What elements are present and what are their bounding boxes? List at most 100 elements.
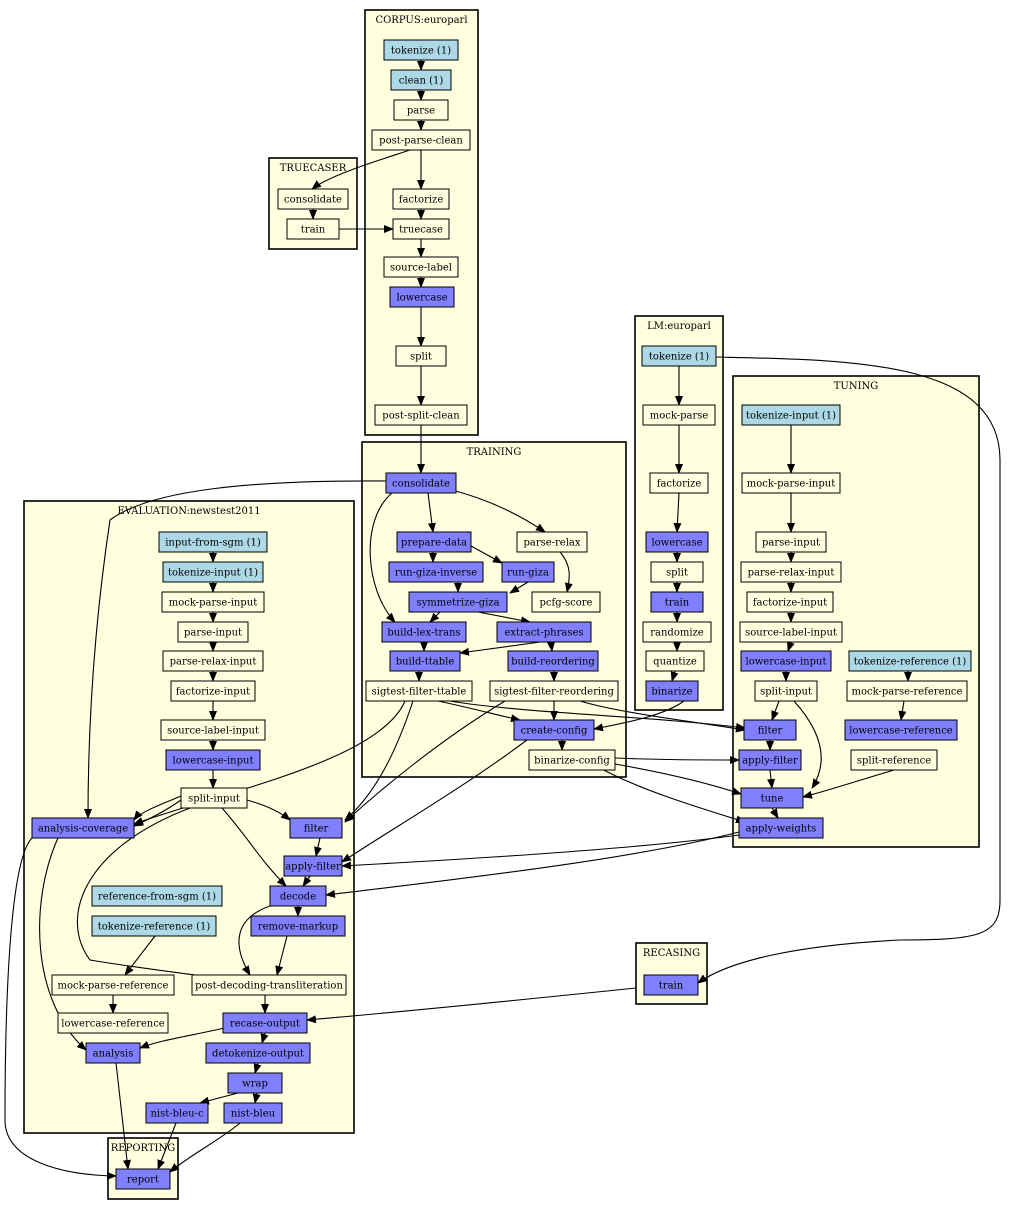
- node-u-fi[interactable]: factorize-input: [746, 591, 834, 613]
- node-l-tok[interactable]: tokenize (1): [641, 345, 717, 367]
- node-t-sftt[interactable]: sigtest-filter-ttable: [365, 680, 473, 702]
- node-label: filter: [304, 824, 329, 835]
- node-e-ro[interactable]: recase-output: [222, 1012, 308, 1034]
- edge-arrow: [139, 1026, 230, 1049]
- node-u-tokin[interactable]: tokenize-input (1): [741, 404, 841, 426]
- node-t-rg[interactable]: run-giza: [501, 561, 555, 583]
- node-e-rm[interactable]: remove-markup: [250, 915, 346, 937]
- node-t-sfro[interactable]: sigtest-filter-reordering: [489, 680, 619, 702]
- node-e-nb[interactable]: nist-bleu: [223, 1102, 283, 1124]
- node-c-true[interactable]: truecase: [392, 218, 450, 240]
- node-e-tokin[interactable]: tokenize-input (1): [162, 561, 264, 583]
- node-e-pri[interactable]: parse-relax-input: [162, 650, 264, 672]
- node-l-train[interactable]: train: [650, 591, 704, 613]
- node-t-rgi[interactable]: run-giza-inverse: [388, 561, 484, 583]
- node-t-bc[interactable]: binarize-config: [528, 749, 616, 771]
- node-u-pi[interactable]: parse-input: [755, 531, 827, 553]
- node-c-srcl[interactable]: source-label: [383, 256, 459, 278]
- edge-arrow: [427, 492, 436, 533]
- node-c-split[interactable]: split: [395, 345, 447, 367]
- node-u-aw[interactable]: apply-weights: [738, 817, 824, 839]
- node-l-mp[interactable]: mock-parse: [642, 404, 716, 426]
- node-c-tok[interactable]: tokenize (1): [383, 39, 459, 61]
- node-t-prelax[interactable]: parse-relax: [516, 531, 588, 553]
- node-u-af[interactable]: apply-filter: [738, 749, 802, 771]
- node-e-li[interactable]: lowercase-input: [165, 749, 261, 771]
- node-e-do[interactable]: detokenize-output: [205, 1042, 311, 1064]
- node-u-tune[interactable]: tune: [740, 787, 804, 809]
- node-e-ifs[interactable]: input-from-sgm (1): [158, 531, 268, 553]
- node-e-tokref[interactable]: tokenize-reference (1): [91, 915, 217, 937]
- node-u-lr[interactable]: lowercase-reference: [844, 719, 958, 741]
- edge-arrow: [599, 767, 746, 824]
- node-e-fi[interactable]: factorize-input: [170, 680, 256, 702]
- node-l-rand[interactable]: randomize: [642, 621, 712, 643]
- node-u-sr[interactable]: split-reference: [850, 749, 938, 771]
- node-t-ext[interactable]: extract-phrases: [496, 621, 592, 643]
- node-e-mpi[interactable]: mock-parse-input: [161, 591, 265, 613]
- node-e-sli[interactable]: source-label-input: [160, 719, 266, 741]
- node-u-tokref[interactable]: tokenize-reference (1): [848, 650, 972, 672]
- edge-arrow: [771, 700, 780, 721]
- node-e-wrap[interactable]: wrap: [227, 1072, 283, 1094]
- node-l-quant[interactable]: quantize: [645, 650, 705, 672]
- node-box: [650, 561, 704, 583]
- node-p-report[interactable]: report: [115, 1168, 171, 1190]
- node-tc-cons[interactable]: consolidate: [277, 188, 349, 210]
- node-t-blt[interactable]: build-lex-trans: [381, 621, 467, 643]
- node-e-filter[interactable]: filter: [289, 817, 343, 839]
- node-label: sigtest-filter-ttable: [372, 687, 467, 698]
- node-c-psc[interactable]: post-split-clean: [374, 404, 468, 426]
- node-u-mpi[interactable]: mock-parse-input: [741, 472, 841, 494]
- node-l-fact[interactable]: factorize: [649, 472, 709, 494]
- node-u-mpr[interactable]: mock-parse-reference: [846, 680, 968, 702]
- node-e-mpr[interactable]: mock-parse-reference: [51, 974, 175, 996]
- node-c-lower[interactable]: lowercase: [389, 286, 455, 308]
- edge-arrow: [238, 905, 271, 976]
- node-u-pri[interactable]: parse-relax-input: [740, 561, 842, 583]
- edge-arrow: [802, 769, 895, 799]
- node-e-pi[interactable]: parse-input: [177, 621, 249, 643]
- node-box: [115, 1168, 171, 1190]
- node-c-ppc[interactable]: post-parse-clean: [371, 129, 471, 151]
- node-u-sli[interactable]: source-label-input: [739, 621, 843, 643]
- node-box: [393, 99, 449, 121]
- node-e-lr[interactable]: lowercase-reference: [57, 1012, 169, 1034]
- node-c-parse[interactable]: parse: [393, 99, 449, 121]
- node-u-filter[interactable]: filter: [743, 719, 797, 741]
- node-e-ac[interactable]: analysis-coverage: [31, 817, 135, 839]
- node-label: lowercase: [396, 293, 447, 304]
- cluster-label: CORPUS:europarl: [375, 15, 467, 26]
- node-e-an[interactable]: analysis: [85, 1042, 141, 1064]
- node-e-nbc[interactable]: nist-bleu-c: [145, 1102, 209, 1124]
- node-t-cc[interactable]: create-config: [513, 719, 595, 741]
- node-e-rfs[interactable]: reference-from-sgm (1): [91, 885, 223, 907]
- node-t-btt[interactable]: build-ttable: [389, 650, 461, 672]
- node-t-pcfg[interactable]: pcfg-score: [531, 591, 601, 613]
- edge-arrow: [76, 807, 231, 983]
- node-l-bin[interactable]: binarize: [645, 680, 699, 702]
- node-tc-train[interactable]: train: [286, 218, 340, 240]
- node-label: create-config: [521, 726, 588, 737]
- node-e-dec[interactable]: decode: [269, 885, 327, 907]
- node-label: filter: [758, 726, 783, 737]
- node-t-sym[interactable]: symmetrize-giza: [408, 591, 508, 613]
- node-e-af[interactable]: apply-filter: [283, 855, 343, 877]
- cluster-label: TRUECASER: [280, 163, 347, 174]
- node-e-pdt[interactable]: post-decoding-transliteration: [191, 974, 347, 996]
- node-box: [57, 1012, 169, 1034]
- node-box: [850, 749, 938, 771]
- node-l-low[interactable]: lowercase: [645, 531, 709, 553]
- node-r-train[interactable]: train: [643, 974, 699, 996]
- node-e-si[interactable]: split-input: [180, 787, 248, 809]
- node-u-si[interactable]: split-input: [754, 680, 818, 702]
- node-t-cons[interactable]: consolidate: [385, 472, 457, 494]
- node-t-bro[interactable]: build-reordering: [507, 650, 599, 672]
- node-c-fact[interactable]: factorize: [392, 188, 450, 210]
- node-c-clean[interactable]: clean (1): [390, 69, 452, 91]
- node-l-split[interactable]: split: [650, 561, 704, 583]
- node-label: lowercase-input: [173, 756, 254, 767]
- node-t-prep[interactable]: prepare-data: [396, 531, 472, 553]
- node-label: tokenize-input (1): [168, 568, 258, 579]
- node-u-li[interactable]: lowercase-input: [740, 650, 832, 672]
